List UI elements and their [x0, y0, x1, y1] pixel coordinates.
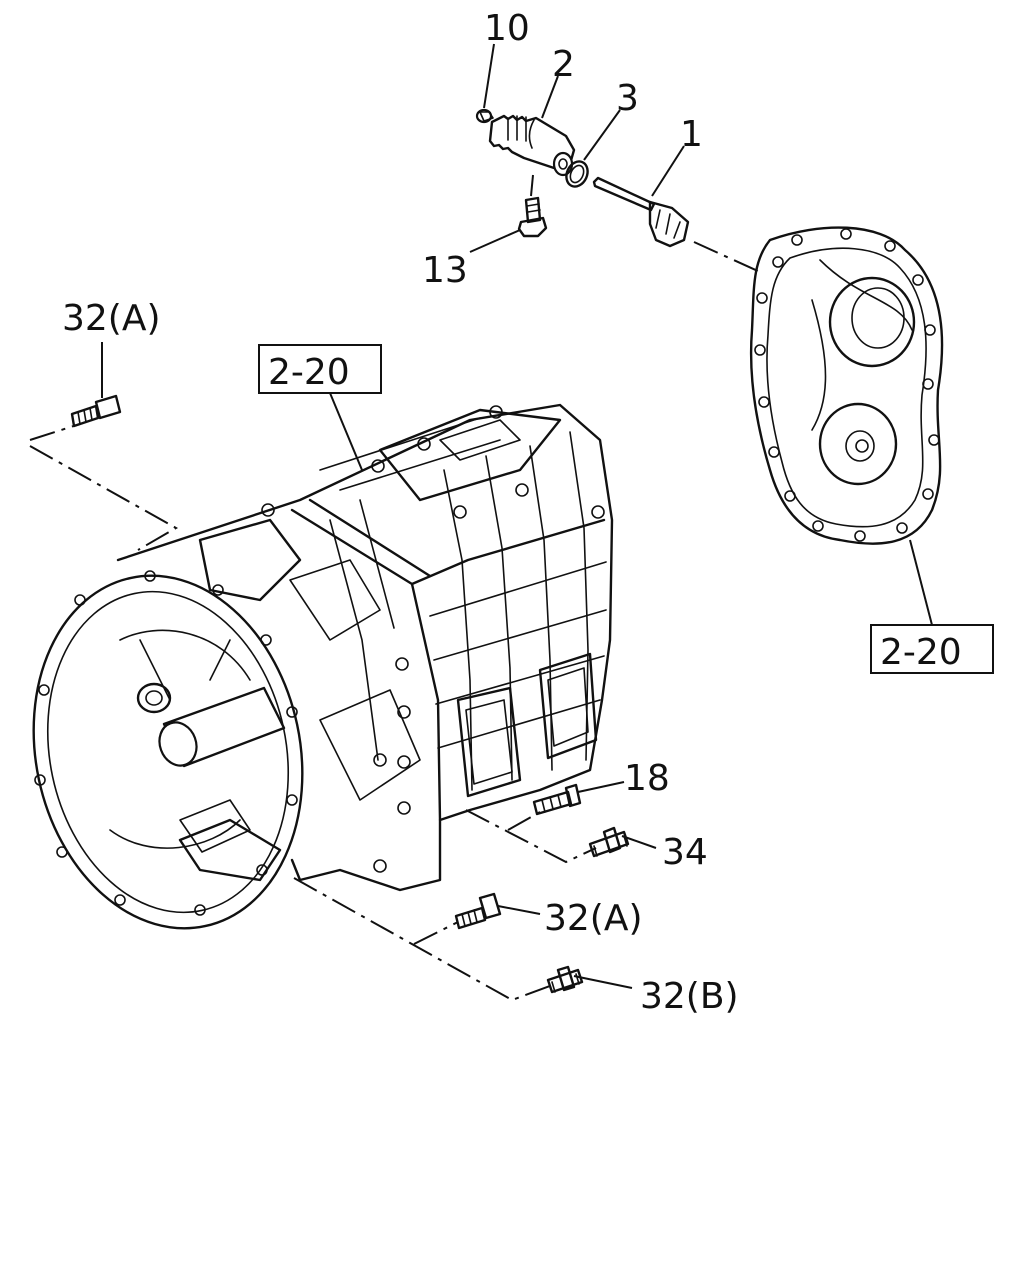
callout-13: 13: [422, 250, 468, 291]
callout-34: 34: [662, 832, 708, 873]
install-lines: [29, 423, 597, 1002]
fastener-32a-bottom: [454, 892, 502, 930]
callout-3: 3: [616, 78, 639, 119]
part-10-cap: [475, 108, 494, 124]
reference-label-right: 2-20: [880, 632, 962, 673]
case-bolt-holes: [261, 405, 605, 873]
part-13-bolt: [517, 196, 548, 238]
callout-1: 1: [680, 114, 703, 155]
callout-2: 2: [552, 44, 575, 85]
sensor-assembly: [475, 108, 761, 273]
part-1-shaft: [592, 176, 690, 248]
shaft-install-line: [693, 241, 761, 273]
callout-32a-top: 32(A): [62, 298, 161, 339]
reference-label-left: 2-20: [268, 352, 350, 393]
callout-32b: 32(B): [640, 976, 739, 1017]
fastener-32a-top: [70, 342, 122, 428]
callout-32a-bottom: 32(A): [544, 898, 643, 939]
cover-bolt-holes: [754, 228, 940, 542]
rear-cover: [749, 226, 944, 545]
reference-box-right: 2-20: [870, 539, 994, 674]
part-3-o-ring: [565, 160, 589, 188]
case-ribs: [319, 417, 607, 791]
fastener-18: [532, 783, 582, 816]
callout-numbers: 10 2 3 1 13 32(A) 18 34 32(A) 32(B): [62, 8, 739, 1017]
fastener-32b: [546, 965, 584, 994]
callout-10: 10: [484, 8, 530, 49]
reference-box-left: 2-20: [258, 344, 382, 471]
part-2-sensor: [488, 114, 576, 197]
fastener-34: [588, 826, 630, 858]
transmission-case: [32, 403, 614, 930]
callout-18: 18: [624, 758, 670, 799]
callout-leaders: [469, 43, 685, 989]
